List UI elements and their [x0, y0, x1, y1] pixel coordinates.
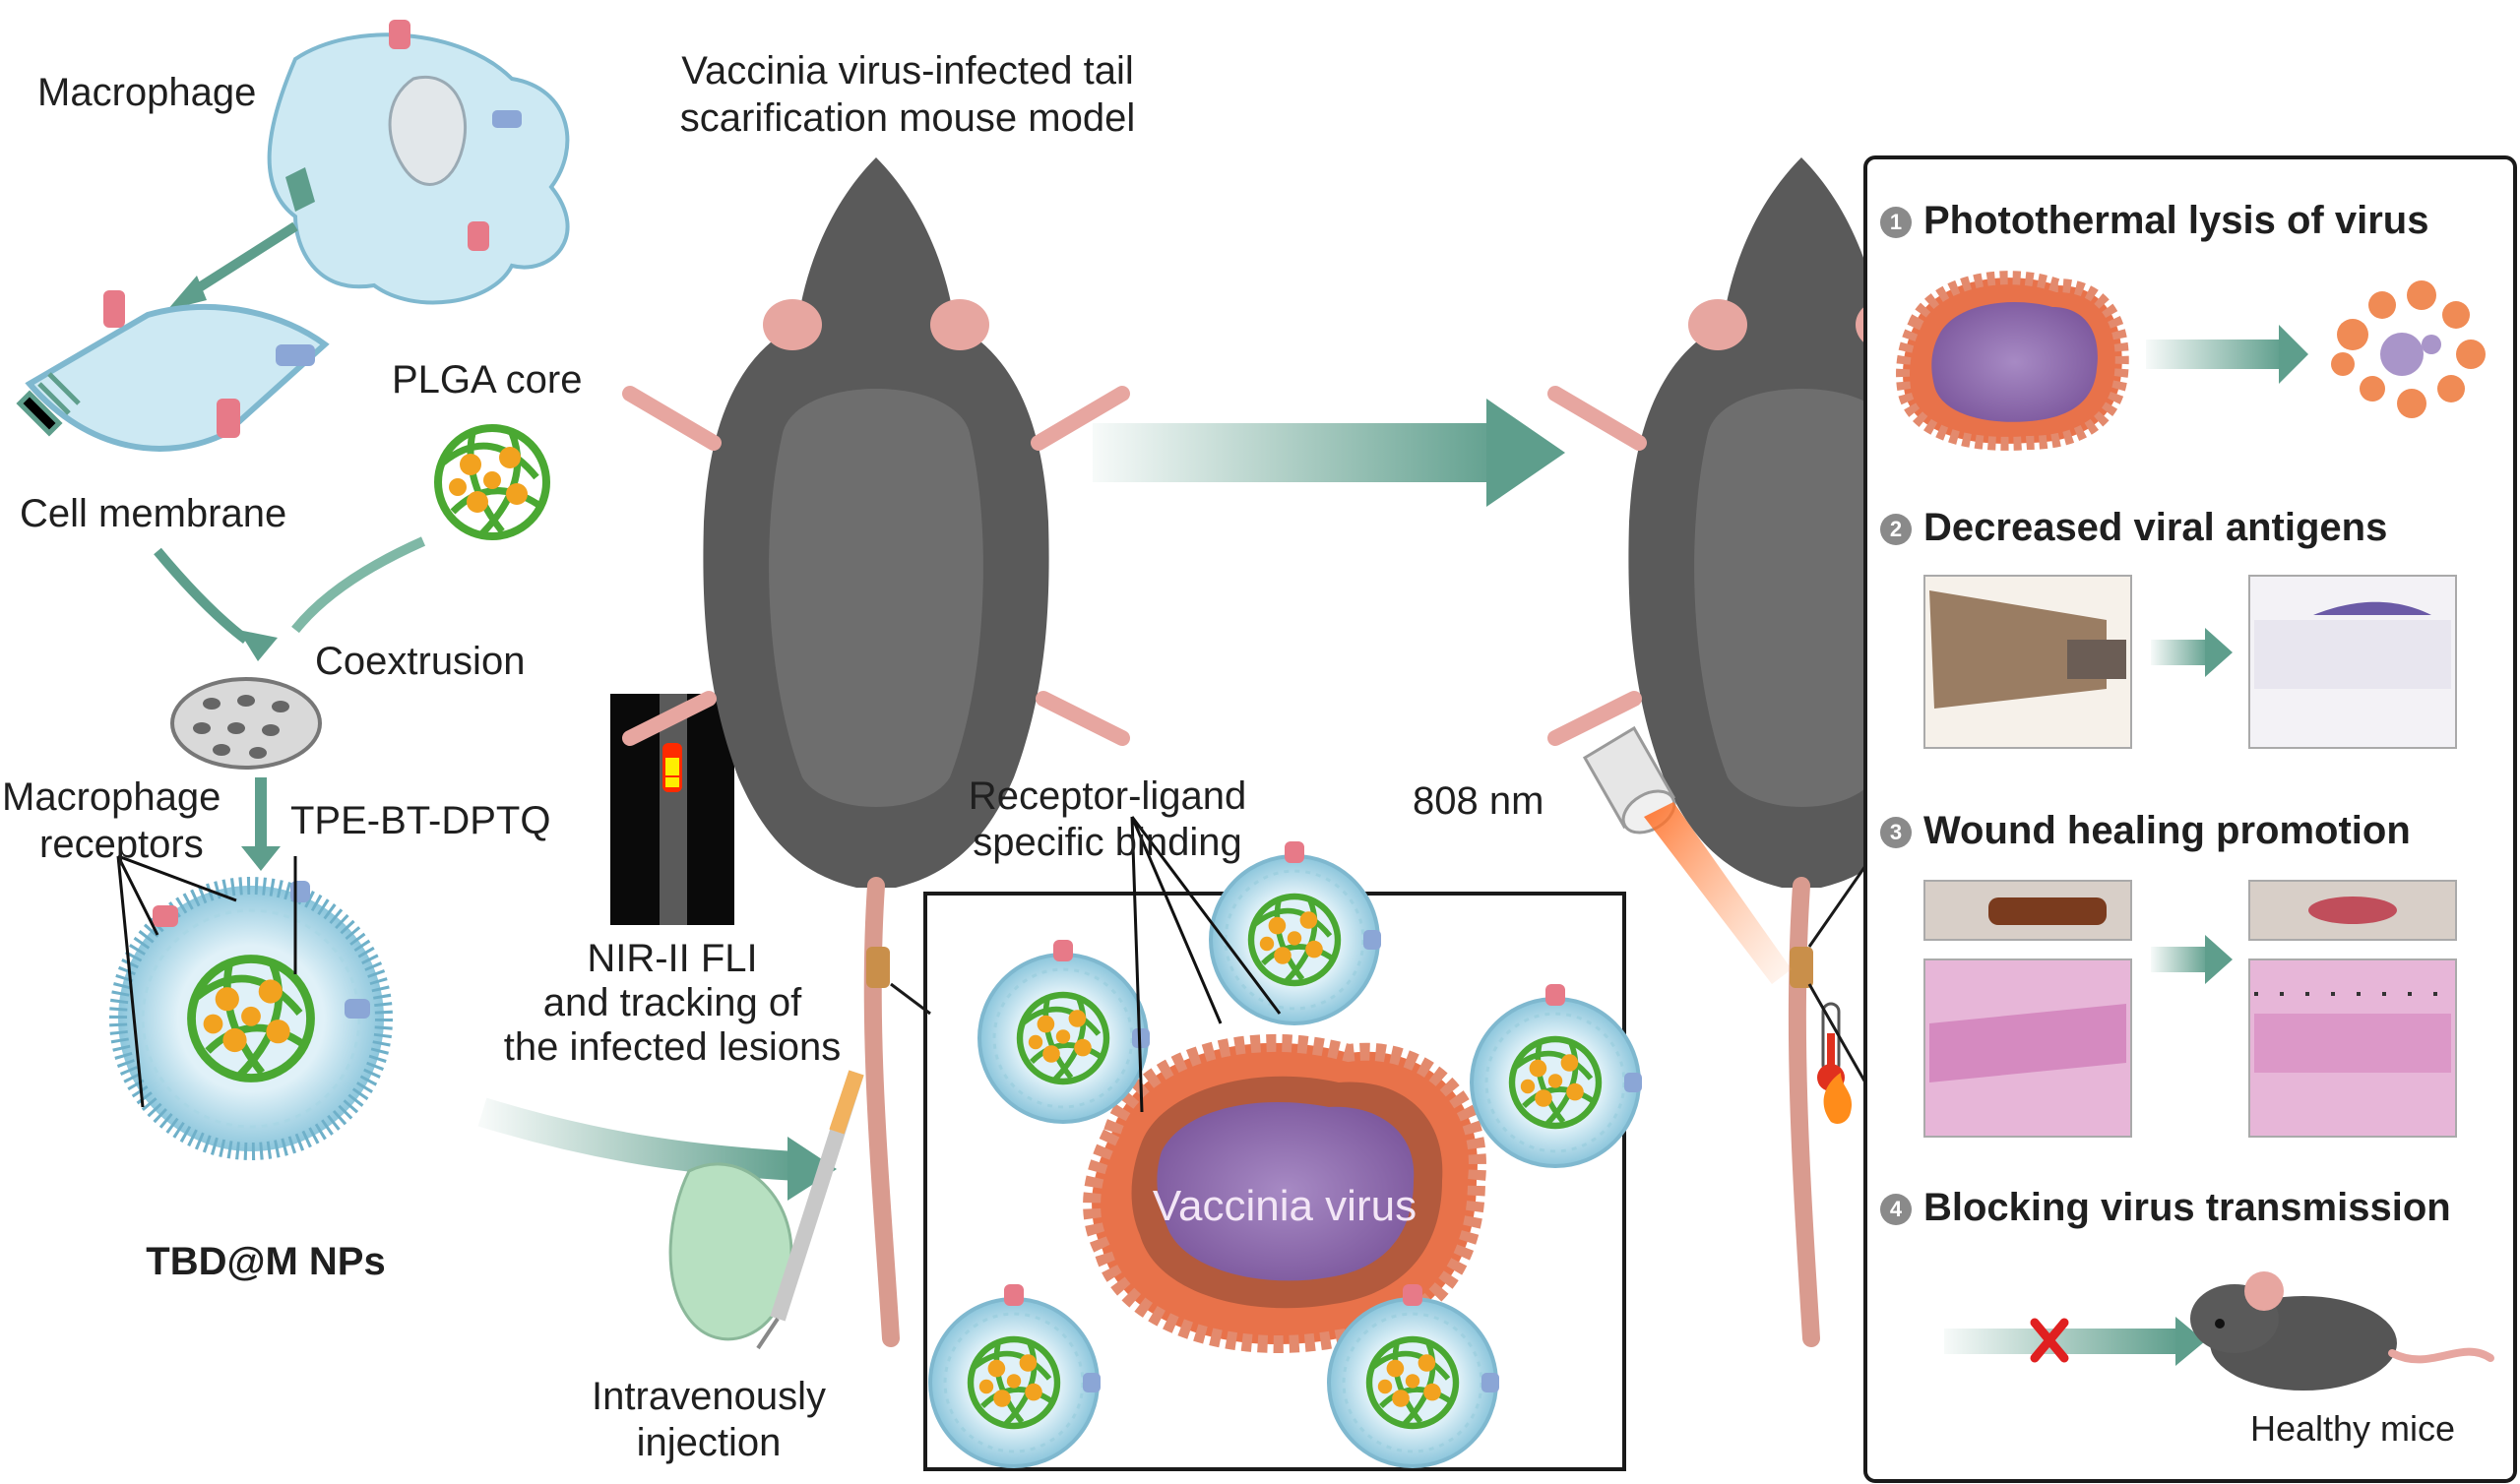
label-macrophage-receptors-line1: Macrophage: [2, 775, 221, 819]
label-macrophage-receptors-line2: receptors: [39, 823, 204, 866]
outcome-arrow-2: [2151, 628, 2233, 677]
flow-arrow-membrane-to-extruder: [154, 547, 250, 644]
tbd-m-nanoparticle: [109, 877, 393, 1160]
outcome-arrow-1: [2146, 325, 2308, 384]
syringe-injection: [668, 1070, 864, 1350]
label-injection-line2: injection: [636, 1421, 782, 1464]
wound-before-image: [1923, 880, 2132, 1138]
extruder-membrane: [170, 677, 322, 770]
label-macrophage: Macrophage: [37, 71, 257, 114]
cell-membrane-sheet: [16, 290, 330, 452]
virus-before-lysis: [1896, 271, 2129, 451]
label-injection-line1: Intravenously: [592, 1375, 826, 1418]
healthy-mouse: [2190, 1271, 2494, 1391]
flow-arrow-to-injection-head: [788, 1137, 837, 1201]
outcome-3-title: Wound healing promotion: [1923, 809, 2411, 852]
tail-lesion-right: [1790, 947, 1813, 988]
flow-arrow-to-np-head: [241, 846, 281, 871]
outcome-3-number: 3: [1880, 817, 1912, 848]
macrophage-cell: [267, 20, 570, 305]
outcome-2: 2 Decreased viral antigens: [1880, 504, 2387, 551]
mouse-tail-right: [1788, 877, 1820, 1347]
outcome-4-number: 4: [1880, 1194, 1912, 1225]
nanoparticle-bound-1: [1211, 841, 1381, 1023]
outcome-1-number: 1: [1880, 207, 1912, 238]
binding-pointer-lines: [1130, 816, 1282, 1113]
label-healthy-mice: Healthy mice: [2249, 1408, 2456, 1449]
outcome-4: 4 Blocking virus transmission: [1880, 1184, 2451, 1231]
label-nir-line3: the infected lesions: [503, 1025, 842, 1069]
outcome-2-number: 2: [1880, 514, 1912, 545]
label-808nm: 808 nm: [1413, 779, 1544, 823]
outcome-1: 1 Photothermal lysis of virus: [1880, 197, 2428, 244]
flow-arrow-to-membrane-head: [167, 276, 207, 310]
flow-arrow-core-to-extruder: [291, 536, 426, 634]
label-nir-line1: NIR-II FLI: [587, 937, 758, 980]
outcome-1-title: Photothermal lysis of virus: [1923, 199, 2429, 242]
nir-fluorescence-image: [610, 694, 734, 925]
outcome-arrow-3: [2151, 935, 2233, 984]
virus-fragments: [2331, 280, 2486, 418]
label-mouse-model-line2: scarification mouse model: [679, 96, 1136, 140]
flame-icon: [1823, 1073, 1853, 1124]
vaccinia-virus-particle: [1083, 1033, 1486, 1353]
label-binding-line2: specific binding: [973, 821, 1242, 864]
label-binding-line1: Receptor-ligand: [968, 774, 1247, 818]
plga-core-sphere: [438, 428, 546, 536]
mouse-tail-left: [863, 877, 900, 1347]
outcomes-panel: [1863, 155, 2517, 1483]
label-tpe-bt-dptq: TPE-BT-DPTQ: [290, 799, 551, 842]
laser-device: [1582, 725, 1792, 984]
flow-arrow-head: [238, 630, 278, 661]
antigen-before-image: [1923, 575, 2132, 749]
label-tbd-m-nps: TBD@M NPs: [146, 1240, 386, 1283]
label-cell-membrane: Cell membrane: [20, 492, 287, 535]
label-plga-core: PLGA core: [392, 358, 583, 402]
label-vaccinia-virus: Vaccinia virus: [1152, 1182, 1418, 1230]
flow-arrow-to-treatment: [1093, 399, 1565, 507]
outcome-3: 3 Wound healing promotion: [1880, 807, 2411, 854]
flow-arrow-to-injection: [477, 1097, 798, 1181]
label-nir-line2: and tracking of: [542, 981, 802, 1024]
label-mouse-model-line1: Vaccinia virus-infected tail: [681, 49, 1134, 93]
tail-lesion-left: [866, 947, 890, 988]
antigen-after-image: [2248, 575, 2457, 749]
flow-arrow-to-membrane: [184, 221, 298, 300]
x-mark-icon: [2030, 1318, 2069, 1363]
outcomes-zoom-lines: [1807, 865, 1867, 1083]
label-coextrusion: Coextrusion: [315, 640, 526, 683]
receptor-pointer-lines: [116, 854, 297, 1108]
outcome-4-title: Blocking virus transmission: [1923, 1186, 2451, 1229]
outcome-2-title: Decreased viral antigens: [1923, 506, 2388, 549]
wound-after-image: [2248, 880, 2457, 1138]
